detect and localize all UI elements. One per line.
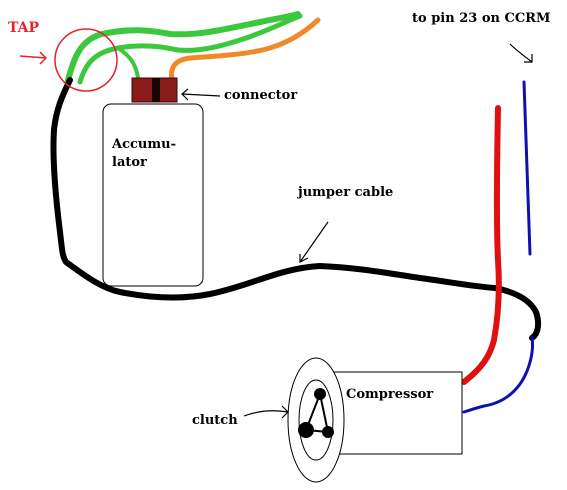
pin-arrow [509, 43, 533, 63]
clutch-inner [298, 379, 334, 461]
clutch-label: clutch [192, 413, 238, 428]
compressor-label: Compressor [346, 387, 433, 402]
clutch-pulley-right [322, 426, 334, 438]
connector-divider [152, 78, 160, 102]
blue-wire-to-compressor [462, 336, 534, 414]
green-wire [65, 11, 301, 83]
connector-label: connector [224, 88, 297, 103]
connector-arrow [181, 88, 221, 101]
clutch-belt [304, 390, 330, 434]
accumulator [102, 103, 204, 287]
jumper-cable-arrow [299, 221, 329, 263]
green-wire-to-connector [116, 46, 140, 80]
tap-label: TAP [8, 20, 40, 36]
clutch-pulley-top [314, 388, 326, 400]
orange-wire [169, 17, 321, 83]
green-wire-2 [77, 13, 303, 85]
clutch-arrow [243, 405, 289, 419]
blue-wire-vertical [522, 80, 532, 256]
tap-circle [54, 28, 118, 92]
red-wire [461, 105, 502, 385]
tap-arrow [19, 51, 48, 65]
accumulator-label-line2: lator [112, 155, 147, 170]
clutch-outer [287, 357, 345, 483]
clutch-pulley-left [298, 422, 314, 438]
accumulator-label-line1: Accumu- [111, 137, 176, 152]
pin-label: to pin 23 on CCRM [412, 11, 550, 26]
jumper-cable-label: jumper cable [297, 185, 393, 200]
